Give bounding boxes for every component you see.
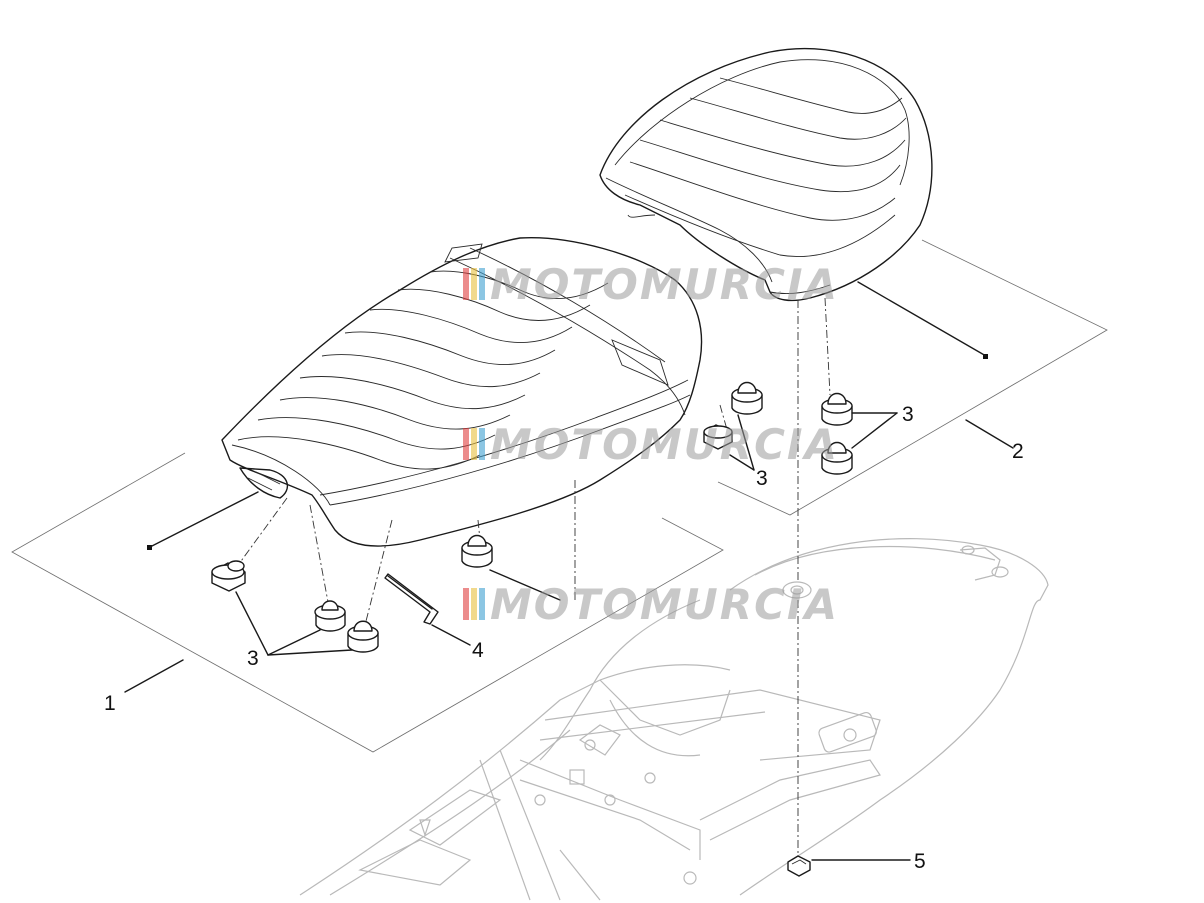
watermark-bottom: MOTOMURCIA	[463, 580, 839, 629]
bumper-2	[314, 600, 346, 632]
wm-bar-red	[463, 588, 469, 620]
callout-5: 5	[914, 850, 926, 873]
wm-bar-red	[463, 428, 469, 460]
callout-3-right: 3	[902, 403, 914, 426]
bumper-4	[461, 534, 493, 568]
callout-1: 1	[104, 692, 116, 715]
leader-lines	[124, 281, 1014, 861]
frame-marker-1	[147, 545, 152, 550]
bumper-1	[211, 560, 246, 592]
bumper-7	[821, 392, 853, 426]
callout-3-left: 3	[247, 647, 259, 670]
passenger-seat	[599, 47, 933, 302]
watermarks: MOTOMURCIA MOTOMURCIA MOTOMURCIA	[463, 260, 839, 629]
wm-bar-red	[463, 268, 469, 300]
assembly-frame-2	[717, 239, 1108, 516]
wm-bar-yellow	[471, 428, 477, 460]
fastener-nut	[787, 855, 811, 877]
bumper-3	[347, 620, 379, 653]
wm-bar-blue	[479, 588, 485, 620]
callout-2: 2	[1012, 440, 1024, 463]
wm-bar-yellow	[471, 588, 477, 620]
bumper-5	[731, 381, 763, 415]
allen-key	[384, 573, 439, 625]
watermark-middle: MOTOMURCIA	[463, 420, 839, 469]
callout-3-middle: 3	[756, 467, 768, 490]
wm-bar-yellow	[471, 268, 477, 300]
rider-seat	[221, 237, 703, 547]
wm-bar-blue	[479, 428, 485, 460]
wm-bar-blue	[479, 268, 485, 300]
watermark-text-bottom: MOTOMURCIA	[490, 580, 839, 629]
assembly-frame-1	[11, 452, 724, 753]
callout-4: 4	[472, 639, 484, 662]
bumper-8	[821, 441, 853, 475]
rubber-bumpers	[211, 381, 853, 653]
watermark-text-top: MOTOMURCIA	[490, 260, 839, 309]
callout-labels: 1 2 3 3 3 4 5	[104, 403, 1024, 873]
bumper-6	[703, 424, 733, 450]
watermark-text-middle: MOTOMURCIA	[490, 420, 839, 469]
assembly-lines	[235, 297, 831, 858]
rear-fender-and-frame	[299, 538, 1049, 901]
watermark-top: MOTOMURCIA	[463, 260, 839, 309]
